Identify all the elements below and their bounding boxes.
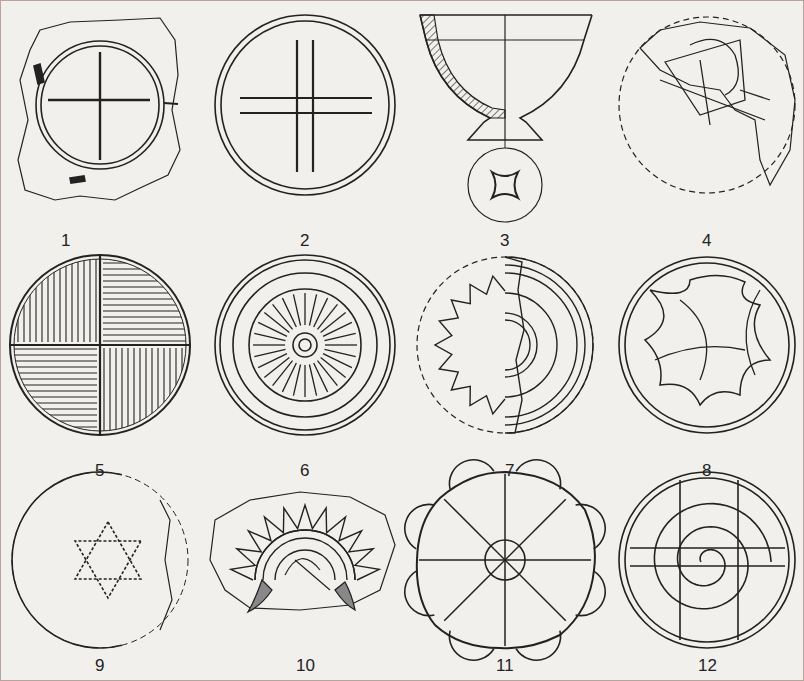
rayed-sherd: [210, 492, 395, 612]
double-cross-base: [215, 15, 395, 195]
wheel-arcs: [405, 460, 605, 660]
figure-number: 10: [296, 657, 315, 674]
figure-number: 11: [496, 657, 514, 674]
spiral-cross: [619, 472, 795, 648]
quartered-hatching: [10, 255, 190, 435]
figure-number: 6: [300, 462, 309, 479]
figure-number: 5: [95, 462, 104, 479]
figure-number: 12: [698, 657, 717, 674]
figure-number: 7: [505, 462, 514, 479]
figure-number: 4: [702, 232, 711, 249]
figure-number: 3: [500, 232, 509, 249]
sun-rays: [215, 255, 395, 435]
figure-number: 2: [300, 232, 309, 249]
cup-profile: [420, 15, 592, 222]
figure-number: 9: [95, 657, 104, 674]
figure-number: 1: [61, 232, 70, 249]
dashed-star: [12, 472, 188, 648]
half-sherd-triangles: [417, 257, 593, 433]
sherd-cross: [18, 18, 180, 200]
curved-lines: [619, 257, 795, 433]
sherd-scribble: [619, 17, 795, 193]
figure-number: 8: [702, 462, 711, 479]
